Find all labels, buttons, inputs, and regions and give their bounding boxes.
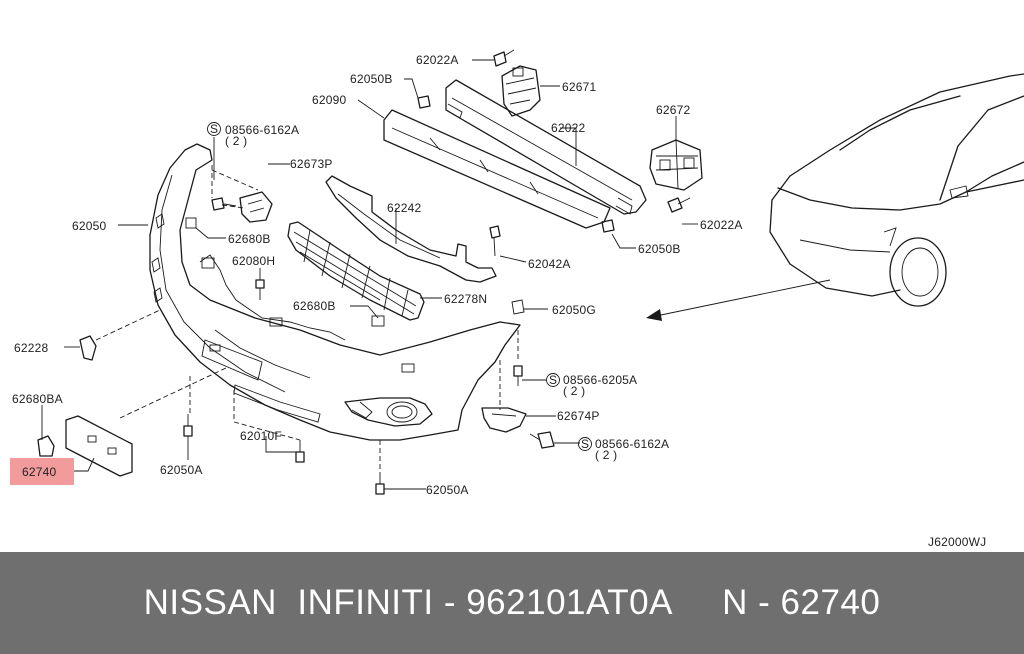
clip-parts [185, 217, 525, 327]
label-62228: 62228 [14, 341, 48, 355]
label-08566-6162A-top: 08566-6162A [225, 123, 299, 137]
label-62022: 62022 [551, 121, 585, 135]
label-62050G: 62050G [552, 303, 596, 317]
label-62050B-right: 62050B [638, 242, 681, 256]
label-62680B-top: 62680B [228, 232, 271, 246]
label-62680BA: 62680BA [12, 392, 63, 406]
label-62672: 62672 [656, 103, 690, 117]
label-62671: 62671 [562, 80, 596, 94]
bracket-62673P [239, 191, 273, 223]
label-62050A-left: 62050A [160, 463, 203, 477]
label-62278N: 62278N [444, 292, 487, 306]
label-08566-6205A-qty: ( 2 ) [563, 384, 585, 398]
svg-text:S: S [549, 373, 557, 387]
diagram-code: J62000WJ [928, 535, 986, 549]
label-62740: 62740 [22, 465, 56, 479]
label-08566-6162A-top-qty: ( 2 ) [225, 134, 247, 148]
label-62673P: 62673P [290, 157, 333, 171]
assembly-lines [95, 165, 519, 472]
license-bracket-62740 [37, 415, 133, 477]
bumper-fascia [149, 143, 521, 441]
vehicle-outline [769, 73, 1024, 307]
bracket-62228 [79, 335, 97, 361]
label-62090: 62090 [312, 93, 346, 107]
part-number-banner: NISSAN INFINITI - 962101AT0A N - 62740 [0, 552, 1024, 654]
direction-arrow-head [646, 309, 662, 321]
label-62050B-top: 62050B [350, 72, 393, 86]
label-62022A-right: 62022A [700, 218, 743, 232]
svg-text:S: S [581, 437, 589, 451]
bumper-reinforcement [445, 79, 647, 215]
bracket-62672 [649, 139, 703, 191]
part-highlight [10, 458, 74, 485]
label-62680B-mid: 62680B [293, 299, 336, 313]
label-62050: 62050 [72, 219, 106, 233]
svg-text:S: S [210, 122, 218, 136]
grille-62278N [287, 221, 425, 321]
fasteners [183, 49, 691, 495]
direction-arrow-line [655, 279, 831, 317]
label-08566-6205A: 08566-6205A [563, 373, 637, 387]
bracket-62242 [325, 175, 497, 283]
label-62674P: 62674P [557, 409, 600, 423]
diagram-canvas: S S S 62022A 62050B 62671 62090 62672 08… [10, 49, 1024, 549]
bracket-62674P [481, 407, 527, 433]
leader-lines [41, 59, 698, 490]
part-number-text: NISSAN INFINITI - 962101AT0A N - 62740 [143, 583, 881, 622]
label-62022A-top: 62022A [416, 53, 459, 67]
label-08566-6162A-bot-qty: ( 2 ) [595, 448, 617, 462]
bracket-62671 [501, 65, 541, 117]
label-62010F: 62010F [240, 429, 282, 443]
screw-symbols: S S S [207, 122, 592, 451]
label-62080H: 62080H [232, 254, 275, 268]
label-08566-6162A-bot: 08566-6162A [595, 437, 669, 451]
parts-diagram: S S S 62022A 62050B 62671 62090 62672 08… [10, 49, 1024, 549]
label-62242: 62242 [387, 201, 421, 215]
label-62050A-bottom: 62050A [426, 483, 469, 497]
label-62042A: 62042A [528, 257, 571, 271]
